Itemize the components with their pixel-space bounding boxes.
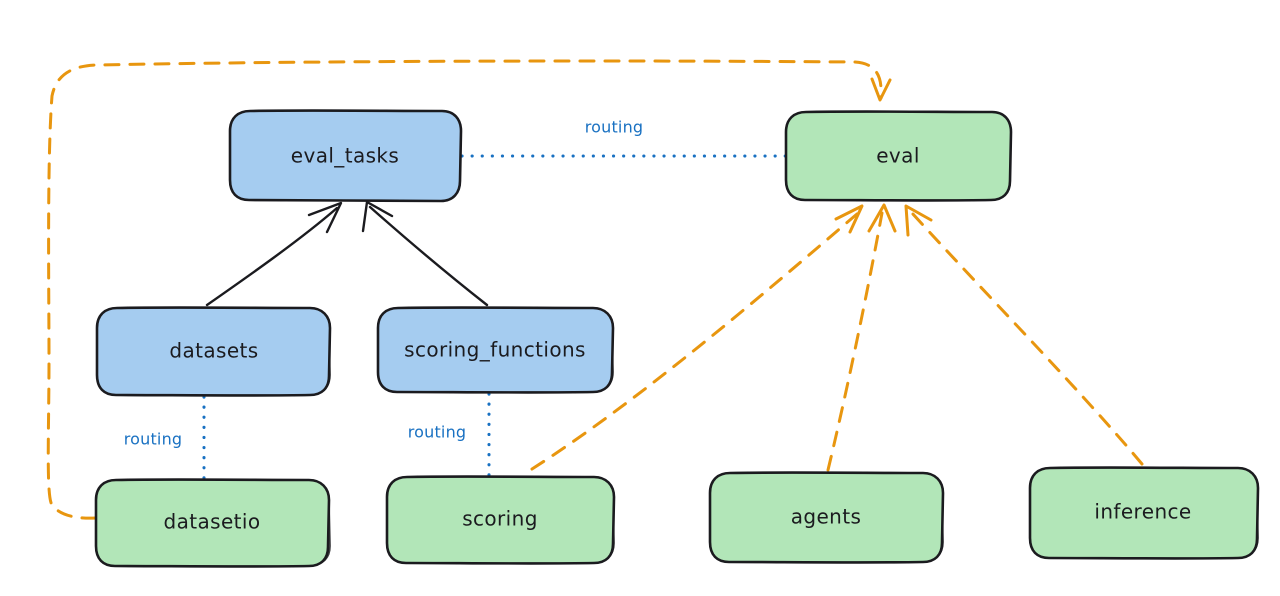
edge-label-routing-scoring_functions-scoring: routing: [408, 423, 467, 442]
edge-datasetio-eval[interactable]: [46, 59, 892, 520]
node-label-scoring_functions: scoring_functions: [404, 338, 586, 362]
node-label-datasets: datasets: [169, 339, 258, 363]
edge-label-routing-datasets-datasetio: routing: [124, 430, 183, 449]
node-scoring[interactable]: scoring: [385, 475, 616, 565]
node-eval_tasks[interactable]: eval_tasks: [228, 109, 463, 203]
node-scoring_functions[interactable]: scoring_functions: [376, 306, 615, 394]
edge-label-routing-eval_tasks-eval: routing: [585, 118, 644, 137]
edge-datasets-eval_tasks[interactable]: [205, 201, 343, 307]
node-label-agents: agents: [791, 505, 862, 529]
node-label-inference: inference: [1094, 500, 1191, 524]
edge-agents-eval[interactable]: [826, 203, 897, 472]
edge-scoring-eval[interactable]: [530, 204, 864, 471]
node-label-datasetio: datasetio: [163, 510, 260, 534]
node-label-eval_tasks: eval_tasks: [291, 144, 399, 168]
edge-scoring_functions-eval_tasks[interactable]: [361, 200, 489, 307]
node-agents[interactable]: agents: [708, 471, 945, 564]
node-label-scoring: scoring: [462, 507, 538, 531]
node-datasetio[interactable]: datasetio: [94, 478, 331, 568]
node-inference[interactable]: inference: [1028, 466, 1260, 560]
edge-inference-eval[interactable]: [904, 204, 1144, 466]
node-layer: eval_tasks eval datasets scoring_functio…: [94, 109, 1260, 568]
node-eval[interactable]: eval: [784, 110, 1013, 202]
node-label-eval: eval: [876, 144, 920, 168]
edge-label-layer: routing routing routing: [124, 118, 644, 449]
edge-layer: [46, 59, 1144, 520]
node-datasets[interactable]: datasets: [95, 306, 332, 397]
